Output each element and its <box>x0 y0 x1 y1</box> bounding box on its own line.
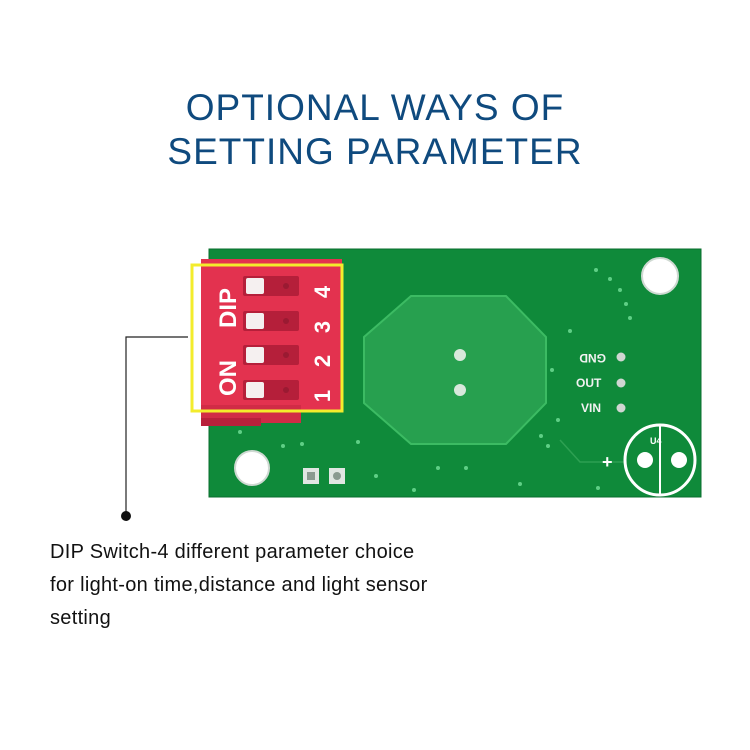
title-line-2: SETTING PARAMETER <box>167 131 583 172</box>
description: DIP Switch-4 different parameter choice … <box>50 536 730 635</box>
sensor-hole <box>454 349 466 361</box>
pin-label-gnd: GND <box>579 351 606 365</box>
dip-slot-3 <box>243 311 299 331</box>
pcb-vias <box>238 268 632 492</box>
title-line-1: OPTIONAL WAYS OF <box>185 87 565 128</box>
pin-label-vin: VIN <box>581 401 601 415</box>
dip-number-3: 3 <box>310 321 335 333</box>
dip-number-1: 1 <box>310 390 335 402</box>
mounting-hole <box>234 450 270 486</box>
sensor-pad <box>363 295 547 445</box>
on-label: ON <box>215 360 242 396</box>
callout-dot-icon <box>121 511 131 521</box>
dip-number-4: 4 <box>310 285 335 298</box>
dip-number-2: 2 <box>310 355 335 367</box>
dip-slot-2 <box>243 345 299 365</box>
capacitor-footprint: U4 + <box>559 423 697 497</box>
mounting-hole <box>641 257 679 295</box>
dip-slot-1 <box>243 380 299 400</box>
dip-switch: 4 3 2 1 DIP ON <box>201 259 342 426</box>
capacitor-label: U4 <box>650 436 662 446</box>
dip-slot-4 <box>243 276 299 296</box>
sensor-hole <box>454 384 466 396</box>
page-title: OPTIONAL WAYS OF SETTING PARAMETER <box>0 86 750 174</box>
dip-label: DIP <box>215 288 242 328</box>
description-line-2: for light-on time,distance and light sen… <box>50 574 428 596</box>
pin-header: GND OUT VIN <box>576 351 626 415</box>
description-line-3: setting <box>50 607 112 629</box>
description-line-1: DIP Switch-4 different parameter choice <box>50 541 415 563</box>
capacitor-plus: + <box>602 452 613 472</box>
pin-label-out: OUT <box>576 376 602 390</box>
callout-line <box>125 336 188 514</box>
highlight-frame <box>190 263 344 413</box>
